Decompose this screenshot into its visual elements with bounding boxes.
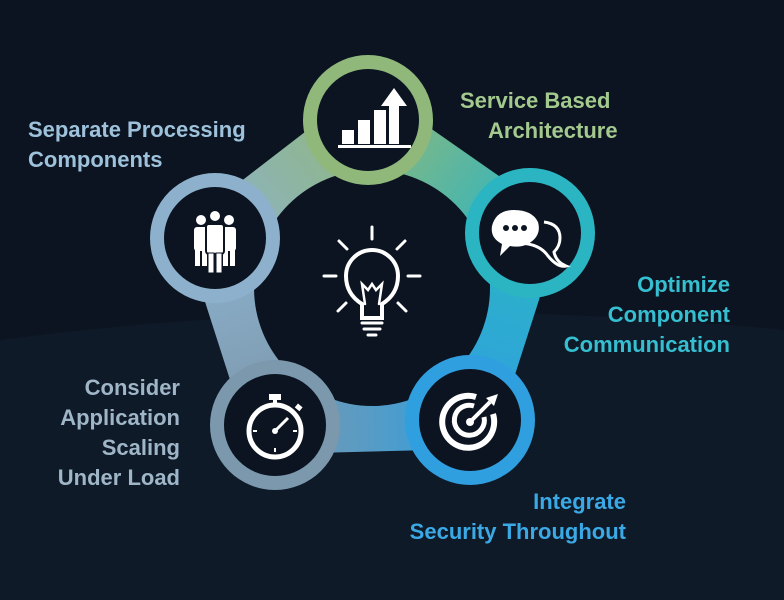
label-consider-application-scaling: Consider Application Scaling Under Load bbox=[58, 373, 180, 493]
label-separate-processing-components: Separate Processing Components bbox=[28, 115, 246, 175]
node-service-based-architecture bbox=[303, 55, 433, 185]
label-service-based-architecture: Service Based Architecture bbox=[460, 86, 660, 146]
label-optimize-line-3: Communication bbox=[563, 332, 730, 357]
label-security-line-2: Security Throughout bbox=[409, 519, 626, 544]
label-optimize-component-communication: Optimize Component Communication bbox=[564, 270, 730, 360]
label-scaling-line-3: Scaling bbox=[101, 435, 180, 460]
label-security-line-1: Integrate bbox=[533, 489, 626, 514]
label-scaling-line-2: Application bbox=[60, 405, 180, 430]
stopwatch-icon bbox=[246, 394, 304, 460]
label-service-line-1: Service Based bbox=[460, 88, 611, 113]
background-band bbox=[0, 312, 784, 600]
node-optimize-component-communication bbox=[465, 168, 595, 298]
label-scaling-line-4: Under Load bbox=[57, 465, 180, 490]
label-scaling-line-1: Consider bbox=[84, 375, 180, 400]
lightbulb-icon bbox=[322, 225, 422, 337]
label-integrate-security-throughout: Integrate Security Throughout bbox=[410, 487, 626, 547]
chat-bubbles-icon bbox=[491, 210, 571, 268]
center-hole bbox=[254, 170, 490, 406]
label-optimize-line-1: Optimize bbox=[637, 272, 730, 297]
label-optimize-line-2: Component bbox=[607, 302, 730, 327]
node-consider-application-scaling bbox=[210, 360, 340, 490]
label-separate-line-2: Components bbox=[28, 147, 163, 172]
team-people-icon bbox=[194, 209, 236, 274]
node-integrate-security-throughout bbox=[405, 355, 535, 485]
target-arrow-icon bbox=[439, 392, 498, 451]
label-separate-line-1: Separate Processing bbox=[28, 117, 246, 142]
label-service-line-2: Architecture bbox=[488, 118, 618, 143]
bar-chart-arrow-icon bbox=[338, 88, 411, 148]
node-separate-processing-components bbox=[150, 173, 280, 303]
